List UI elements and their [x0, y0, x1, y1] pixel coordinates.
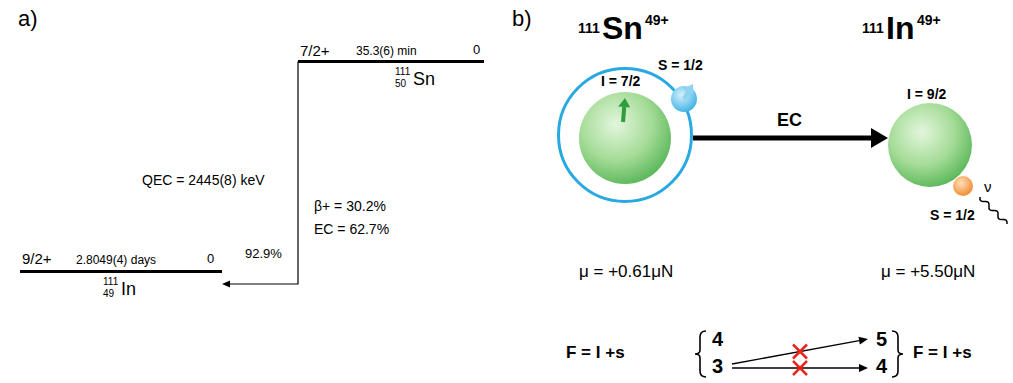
nuclear-spin: I = 9/2	[907, 86, 946, 102]
hyperfine-level: 4	[876, 355, 887, 378]
hyperfine-formula: F = I +s	[913, 343, 972, 363]
half-life: 35.3(6) min	[356, 45, 417, 59]
arrow-head	[858, 337, 868, 345]
atomic-number: 49	[103, 288, 114, 300]
branching-ratio: EC = 62.7%	[314, 221, 389, 237]
charge-state: 49+	[917, 12, 941, 28]
nucleus-sphere: 111In49+I = 9/2	[888, 103, 972, 187]
arrow-head	[871, 128, 888, 148]
connector-line	[693, 136, 871, 141]
nuclear-spin: I = 7/2	[601, 73, 640, 89]
panel-letter: b)	[512, 6, 532, 31]
element-symbol: In	[121, 279, 136, 300]
forbidden-transition	[732, 341, 859, 364]
hyperfine-level: 5	[876, 328, 887, 351]
hyperfine-level: 4	[712, 328, 723, 351]
particle-ball	[953, 176, 973, 196]
sphere-shape	[579, 92, 671, 184]
branching-ratio: β+ = 30.2%	[314, 198, 386, 214]
mass-number: 111	[578, 20, 600, 36]
element-symbol: In	[886, 10, 914, 47]
half-life: 2.8049(4) days	[76, 254, 156, 268]
neutrino-spin: S = 1/2	[930, 207, 975, 223]
level-energy: 0	[207, 252, 214, 267]
process-label: EC	[776, 110, 803, 131]
level-energy: 0	[473, 43, 480, 58]
arrow-head	[222, 281, 230, 288]
energy-level: 9/2+ 2.8049(4) days 0 11149 In	[20, 251, 222, 303]
sphere-shape	[888, 103, 972, 187]
left-brace	[695, 331, 706, 377]
spin-parity: 7/2+	[300, 42, 330, 59]
electron-orbit	[559, 69, 692, 202]
neutrino-sphere: S = 1/2	[953, 176, 973, 196]
energy-level: 7/2+ 35.3(6) min 0 11150 Sn	[298, 40, 484, 100]
hyperfine-formula: F = I +s	[566, 343, 625, 363]
spin-arrow-head	[683, 84, 693, 95]
spin-arrow-head	[618, 98, 630, 107]
atomic-number: 50	[395, 78, 406, 90]
hyperfine-level: 3	[712, 355, 723, 378]
red-cross	[793, 345, 807, 359]
spin-parity: 9/2+	[22, 250, 52, 267]
particle-ball	[888, 103, 972, 187]
mass-number: 111	[862, 20, 884, 36]
element-symbol: Sn	[413, 69, 435, 90]
capture-arrow	[693, 128, 888, 148]
ion-orbit: 111Sn49+I = 7/2S = 1/2	[557, 67, 693, 203]
level-line	[20, 270, 222, 273]
spin-arrow	[623, 107, 624, 122]
sphere-shape	[671, 86, 697, 112]
mass-number: 111	[103, 276, 118, 288]
particle-ball	[579, 92, 671, 184]
right-brace	[892, 331, 903, 377]
forbidden-transition	[732, 367, 859, 368]
panel-letter: a)	[18, 6, 38, 31]
nucleus-sphere: I = 7/2	[579, 92, 671, 184]
magnetic-moment: μ = +0.61μN	[579, 262, 673, 282]
sphere-shape	[953, 176, 973, 196]
element-symbol: Sn	[602, 10, 643, 47]
red-cross	[793, 361, 807, 375]
level-line	[298, 60, 484, 63]
mass-number: 111	[395, 66, 410, 78]
magnetic-moment: μ = +5.50μN	[881, 262, 975, 282]
q-value: QEC = 2445(8) keV	[142, 172, 265, 188]
arrow-head	[859, 364, 868, 372]
electron-sphere: S = 1/2	[671, 86, 697, 112]
spin-arrow	[684, 92, 688, 99]
neutrino-symbol: ν	[984, 178, 992, 195]
electron-spin: S = 1/2	[658, 57, 703, 73]
charge-state: 49+	[645, 12, 669, 28]
neutrino-wave	[980, 197, 1007, 224]
branch-intensity: 92.9%	[244, 247, 283, 262]
